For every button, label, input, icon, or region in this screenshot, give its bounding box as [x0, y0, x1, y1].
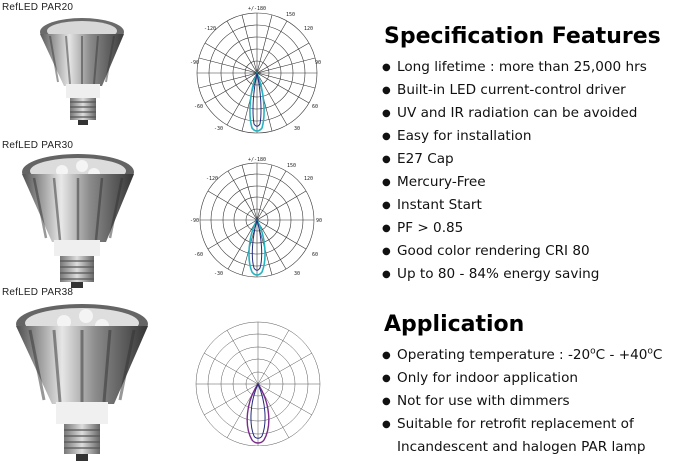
application-item-temperature: Operating temperature : -20oC - +40oC [382, 344, 662, 367]
polar-label: -60 [194, 104, 203, 110]
spec-item: E27 Cap [382, 148, 647, 171]
spec-item: Good color rendering CRI 80 [382, 240, 647, 263]
polar-label: 120 [304, 26, 313, 32]
polar-label: -120 [204, 26, 216, 32]
application-heading: Application [384, 312, 525, 337]
lamp-label-par30: RefLED PAR30 [2, 140, 74, 151]
light-distribution-curve [248, 218, 266, 276]
light-distribution-curve [249, 70, 265, 132]
polar-label: 30 [294, 271, 300, 277]
spec-item: PF > 0.85 [382, 217, 647, 240]
spec-item: Instant Start [382, 194, 647, 217]
polar-label: 60 [312, 252, 318, 258]
par38-lamp-image [16, 304, 148, 461]
polar-top-label: +/-180 [248, 6, 266, 12]
spec-item: Long lifetime : more than 25,000 hrs [382, 56, 647, 79]
par20-lamp-image [40, 18, 124, 125]
polar-label: 30 [294, 126, 300, 132]
polar-label: 60 [312, 104, 318, 110]
light-distribution-curve [251, 218, 263, 271]
polar-label: 120 [304, 176, 313, 182]
polar-diagram-par30: +/-180 150 -120 120 -90 90 -60 60 -30 30 [190, 157, 322, 278]
polar-label: 90 [315, 60, 321, 66]
polar-label: -60 [194, 252, 203, 258]
polar-label: -90 [190, 218, 199, 224]
polar-label: 150 [287, 163, 296, 169]
par30-lamp-image [22, 154, 134, 288]
spec-item: Easy for installation [382, 125, 647, 148]
spec-item: Mercury-Free [382, 171, 647, 194]
polar-top-label: +/-180 [248, 157, 266, 163]
lamp-label-par20: RefLED PAR20 [2, 2, 74, 13]
polar-label: -120 [206, 176, 218, 182]
application-list: Operating temperature : -20oC - +40oC On… [382, 344, 662, 459]
polar-label: -90 [190, 60, 199, 66]
spec-heading: Specification Features [384, 24, 661, 49]
application-item: Not for use with dimmers [382, 390, 662, 413]
application-item: Only for indoor application [382, 367, 662, 390]
polar-label: -30 [214, 271, 223, 277]
polar-label: 150 [286, 12, 295, 18]
polar-diagram-par20: +/-180 150 -120 120 -90 90 -60 60 -30 30 [190, 6, 321, 134]
spec-item: Up to 80 - 84% energy saving [382, 263, 647, 286]
polar-diagram-par38 [195, 321, 321, 446]
spec-list: Long lifetime : more than 25,000 hrs Bui… [382, 56, 647, 286]
light-distribution-curve [246, 382, 270, 444]
light-distribution-curve [252, 72, 262, 127]
light-distribution-curve [250, 382, 266, 439]
polar-label: 90 [316, 218, 322, 224]
spec-item: Built-in LED current-control driver [382, 79, 647, 102]
spec-item: UV and IR radiation can be avoided [382, 102, 647, 125]
polar-label: -30 [214, 126, 223, 132]
lamp-label-par38: RefLED PAR38 [2, 287, 74, 298]
application-item-retrofit: Suitable for retrofit replacement ofInca… [382, 413, 662, 459]
